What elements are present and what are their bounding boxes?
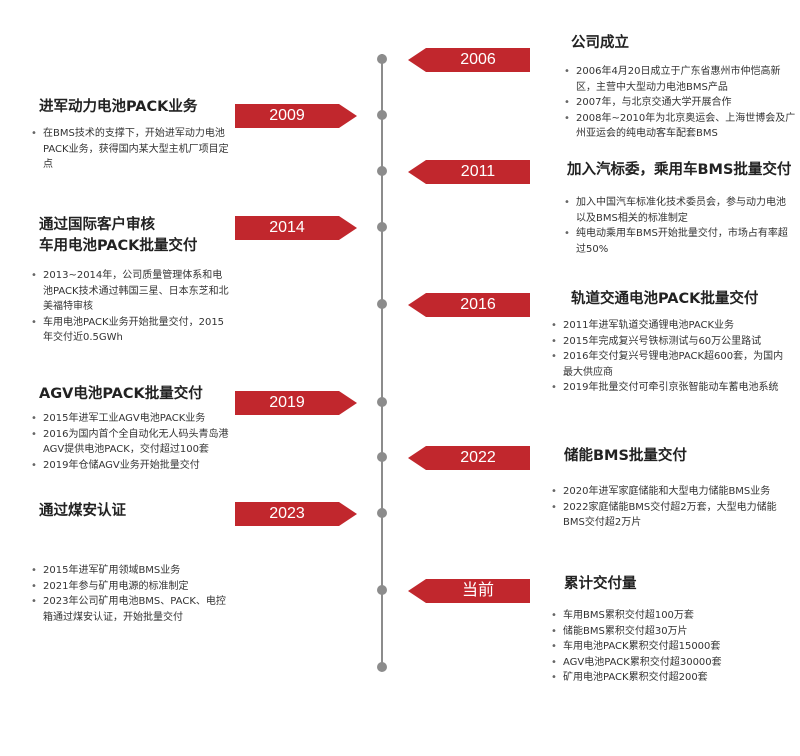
milestone-detail-item: 加入中国汽车标准化技术委员会，参与动力电池以及BMS相关的标准制定 <box>562 195 788 226</box>
milestone-detail-item: 储能BMS累积交付超30万片 <box>549 624 779 640</box>
year-flag: 2006 <box>408 48 530 72</box>
year-flag: 2019 <box>235 391 357 415</box>
axis-node <box>377 662 387 672</box>
milestone-details: 2015年进军工业AGV电池PACK业务2016为国内首个全自动化无人码头青岛港… <box>29 411 239 473</box>
milestone-details: 2011年进军轨道交通锂电池PACK业务2015年完成复兴号铁标测试与60万公里… <box>549 318 789 396</box>
axis-node <box>377 166 387 176</box>
milestone-details: 车用BMS累积交付超100万套储能BMS累积交付超30万片车用电池PACK累积交… <box>549 608 779 686</box>
milestone-title-line: 车用电池PACK批量交付 <box>39 238 198 254</box>
timeline-axis <box>381 54 383 670</box>
milestone-title: AGV电池PACK批量交付 <box>39 384 203 404</box>
year-flag: 2016 <box>408 293 530 317</box>
milestone-details: 在BMS技术的支撑下，开始进军动力电池PACK业务，获得国内某大型主机厂项目定点 <box>29 126 229 173</box>
milestone-detail-item: 2019年仓储AGV业务开始批量交付 <box>29 458 239 474</box>
milestone-detail-item: 车用电池PACK业务开始批量交付，2015年交付近0.5GWh <box>29 315 229 346</box>
milestone-title-line: 进军动力电池PACK业务 <box>39 99 198 115</box>
milestone-detail-item: 2015年进军工业AGV电池PACK业务 <box>29 411 239 427</box>
milestone-details: 2013~2014年，公司质量管理体系和电池PACK技术通过韩国三星、日本东芝和… <box>29 268 229 346</box>
milestone-title-line: 通过国际客户审核 <box>39 217 155 233</box>
milestone-detail-item: 矿用电池PACK累积交付超200套 <box>549 670 779 686</box>
milestone-detail-item: 2023年公司矿用电池BMS、PACK、电控箱通过煤安认证，开始批量交付 <box>29 594 229 625</box>
milestone-title-line: 通过煤安认证 <box>39 503 126 519</box>
milestone-detail-item: 2016为国内首个全自动化无人码头青岛港AGV提供电池PACK，交付超过100套 <box>29 427 239 458</box>
year-flag: 2009 <box>235 104 357 128</box>
milestone-title-line: 加入汽标委，乘用车BMS批量交付 <box>567 162 792 178</box>
axis-node <box>377 222 387 232</box>
axis-node <box>377 110 387 120</box>
year-flag: 2022 <box>408 446 530 470</box>
milestone-title: 累计交付量 <box>564 574 637 594</box>
milestone-detail-item: 2013~2014年，公司质量管理体系和电池PACK技术通过韩国三星、日本东芝和… <box>29 268 229 315</box>
milestone-title-line: 累计交付量 <box>564 576 637 592</box>
milestone-detail-item: 2006年4月20日成立于广东省惠州市仲恺高新区，主营中大型动力电池BMS产品 <box>562 64 798 95</box>
milestone-title-line: 轨道交通电池PACK批量交付 <box>571 291 759 307</box>
milestone-detail-item: 2016年交付复兴号锂电池PACK超600套，为国内最大供应商 <box>549 349 789 380</box>
milestone-detail-item: AGV电池PACK累积交付超30000套 <box>549 655 779 671</box>
milestone-detail-item: 2022家庭储能BMS交付超2万套，大型电力储能BMS交付超2万片 <box>549 500 794 531</box>
milestone-detail-item: 2011年进军轨道交通锂电池PACK业务 <box>549 318 789 334</box>
milestone-details: 2015年进军矿用领域BMS业务2021年参与矿用电源的标准制定2023年公司矿… <box>29 563 229 625</box>
milestone-title: 进军动力电池PACK业务 <box>39 97 197 117</box>
year-flag: 当前 <box>408 579 530 603</box>
milestone-detail-item: 2020年进军家庭储能和大型电力储能BMS业务 <box>549 484 794 500</box>
year-flag: 2023 <box>235 502 357 526</box>
milestone-detail-item: 2015年完成复兴号铁标测试与60万公里路试 <box>549 334 789 350</box>
milestone-title-line: 储能BMS批量交付 <box>564 448 687 464</box>
milestone-details: 2006年4月20日成立于广东省惠州市仲恺高新区，主营中大型动力电池BMS产品2… <box>562 64 798 142</box>
milestone-title: 通过煤安认证 <box>39 501 126 521</box>
milestone-detail-item: 2019年批量交付可牵引京张智能动车蓄电池系统 <box>549 380 789 396</box>
axis-node <box>377 585 387 595</box>
milestone-details: 2020年进军家庭储能和大型电力储能BMS业务2022家庭储能BMS交付超2万套… <box>549 484 794 531</box>
milestone-title-line: AGV电池PACK批量交付 <box>39 386 203 402</box>
milestone-detail-item: 2007年，与北京交通大学开展合作 <box>562 95 798 111</box>
year-flag: 2014 <box>235 216 357 240</box>
milestone-detail-item: 车用电池PACK累积交付超15000套 <box>549 639 779 655</box>
milestone-title: 轨道交通电池PACK批量交付 <box>571 289 758 309</box>
milestone-detail-item: 车用BMS累积交付超100万套 <box>549 608 779 624</box>
milestone-title: 储能BMS批量交付 <box>564 446 687 466</box>
milestone-detail-item: 2021年参与矿用电源的标准制定 <box>29 579 229 595</box>
milestone-title: 公司成立 <box>571 33 629 53</box>
milestone-detail-item: 2015年进军矿用领域BMS业务 <box>29 563 229 579</box>
axis-node <box>377 299 387 309</box>
axis-node <box>377 397 387 407</box>
milestone-detail-item: 在BMS技术的支撑下，开始进军动力电池PACK业务，获得国内某大型主机厂项目定点 <box>29 126 229 173</box>
milestone-title: 通过国际客户审核车用电池PACK批量交付 <box>39 215 197 257</box>
milestone-title-line: 公司成立 <box>571 35 629 51</box>
year-flag: 2011 <box>408 160 530 184</box>
milestone-details: 加入中国汽车标准化技术委员会，参与动力电池以及BMS相关的标准制定纯电动乘用车B… <box>562 195 788 257</box>
axis-node <box>377 54 387 64</box>
milestone-detail-item: 纯电动乘用车BMS开始批量交付，市场占有率超过50% <box>562 226 788 257</box>
axis-node <box>377 452 387 462</box>
axis-node <box>377 508 387 518</box>
milestone-title: 加入汽标委，乘用车BMS批量交付 <box>567 160 791 180</box>
milestone-detail-item: 2008年~2010年为北京奥运会、上海世博会及广州亚运会的纯电动客车配套BMS <box>562 111 798 142</box>
